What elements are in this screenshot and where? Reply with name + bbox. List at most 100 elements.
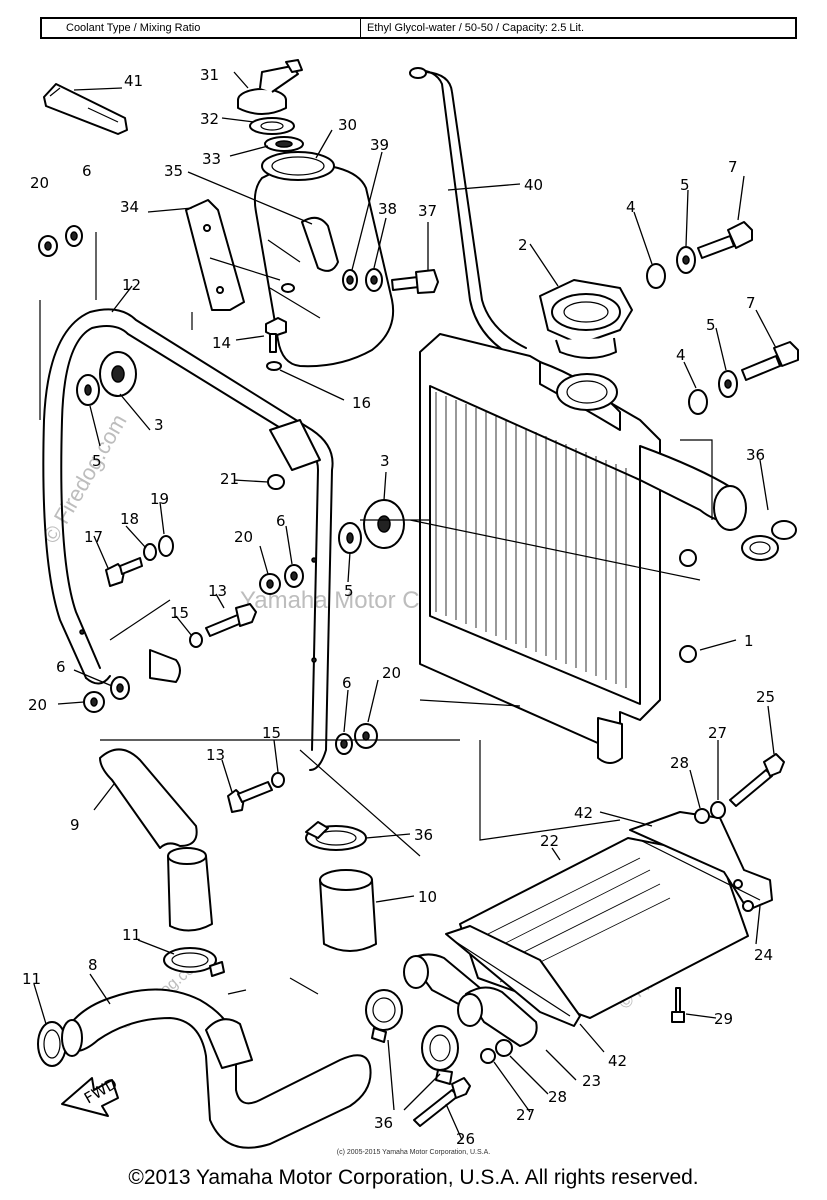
part-42-cover-left <box>445 925 581 1027</box>
part-13-bolt-lower <box>227 781 273 813</box>
callout-9: 9 <box>70 816 80 834</box>
part-21-nut <box>267 474 285 490</box>
callout-39: 39 <box>370 136 389 154</box>
callout-12: 12 <box>122 276 141 294</box>
part-38-collar <box>365 268 383 292</box>
callout-36-upper: 36 <box>746 446 765 464</box>
callout-3-middle: 3 <box>380 452 390 470</box>
callout-34: 34 <box>120 198 139 216</box>
callout-41: 41 <box>124 72 143 90</box>
watermark-left: © Firedog.com <box>38 410 132 548</box>
part-10-hose-joint <box>319 869 377 952</box>
fwd-arrow: FWD <box>61 1074 120 1117</box>
callout-15-upper: 15 <box>170 604 189 622</box>
callout-5-middle: 5 <box>344 582 354 600</box>
footer-copyright: ©2013 Yamaha Motor Corporation, U.S.A. A… <box>128 1166 699 1189</box>
callout-11-left: 11 <box>22 970 41 988</box>
part-22-oil-cooler <box>459 837 749 1019</box>
callout-38: 38 <box>378 200 397 218</box>
callout-26: 26 <box>456 1130 475 1148</box>
callout-20-top-left: 20 <box>30 174 49 192</box>
part-26-bolt <box>413 1077 471 1127</box>
coolant-type-label: Coolant Type / Mixing Ratio <box>42 19 361 37</box>
part-6-washer-middle <box>284 564 304 588</box>
callout-4-upper: 4 <box>626 198 636 216</box>
callout-6-bottom-left: 6 <box>56 658 66 676</box>
callout-40: 40 <box>524 176 543 194</box>
reference-lines <box>39 232 713 995</box>
part-20-nut-middle <box>259 573 281 595</box>
callout-8: 8 <box>88 956 98 974</box>
callout-7-upper: 7 <box>728 158 738 176</box>
part-18-washer <box>143 543 157 561</box>
part-1-radiator <box>419 333 747 764</box>
callout-6-bottom-right: 6 <box>342 674 352 692</box>
part-28-washer-lower <box>495 1039 513 1057</box>
callout-13-upper: 13 <box>208 582 227 600</box>
callout-2: 2 <box>518 236 528 254</box>
callout-5-upper: 5 <box>680 176 690 194</box>
leader-lines <box>33 71 777 1141</box>
callout-5-left: 5 <box>92 452 102 470</box>
callout-18: 18 <box>120 510 139 528</box>
coolant-spec-value: Ethyl Glycol-water / 50-50 / Capacity: 2… <box>367 22 585 34</box>
part-4-collar-lower <box>688 389 708 415</box>
callout-36-middle: 36 <box>414 826 433 844</box>
part-20-nut-top-left <box>38 235 58 257</box>
part-25-bolt <box>729 753 785 807</box>
callout-20-middle: 20 <box>234 528 253 546</box>
part-27-washer-lower <box>480 1048 496 1064</box>
part-12-radiator-frame <box>42 308 334 771</box>
callout-14: 14 <box>212 334 231 352</box>
callout-36-lower: 36 <box>374 1114 393 1132</box>
part-6-washer-bottom-right <box>335 733 353 755</box>
small-copyright: (c) 2005-2015 Yamaha Motor Corporation, … <box>336 1149 491 1156</box>
callout-25: 25 <box>756 688 775 706</box>
part-16-washer <box>266 361 282 371</box>
part-15-washer-lower <box>271 772 285 788</box>
callout-21: 21 <box>220 470 239 488</box>
part-36-clamp-middle <box>305 821 367 851</box>
callout-37: 37 <box>418 202 437 220</box>
part-20-nut-bottom-left <box>83 691 105 713</box>
callout-labels: 1 2 3 3 4 4 5 5 5 5 6 6 6 6 7 7 8 9 10 1… <box>22 66 775 1148</box>
callout-42-lower: 42 <box>608 1052 627 1070</box>
part-11-clamp-middle <box>163 947 225 977</box>
part-34-tank-bracket <box>185 199 245 311</box>
callout-23: 23 <box>582 1072 601 1090</box>
part-4-collar-upper <box>646 263 666 289</box>
callout-7-lower: 7 <box>746 294 756 312</box>
callout-6-top-left: 6 <box>82 162 92 180</box>
part-33-washer <box>264 136 304 152</box>
callout-29: 29 <box>714 1010 733 1028</box>
part-36-clamp-upper <box>741 520 797 561</box>
part-23-fitting <box>403 953 538 1047</box>
part-5-washer-upper <box>676 246 696 274</box>
part-7-bolt-lower <box>741 341 799 381</box>
part-5-washer-left <box>76 374 100 406</box>
callout-31: 31 <box>200 66 219 84</box>
callout-1: 1 <box>744 632 754 650</box>
part-7-bolt-upper <box>697 221 753 259</box>
part-39-grommet <box>342 269 358 291</box>
part-36-clamp-lower-right <box>421 1025 459 1085</box>
callout-11-middle: 11 <box>122 926 141 944</box>
part-8-lower-hose <box>61 988 372 1149</box>
callout-19: 19 <box>150 490 169 508</box>
part-29-screw <box>671 987 685 1023</box>
callout-35: 35 <box>164 162 183 180</box>
callout-15-lower: 15 <box>262 724 281 742</box>
part-15-washer-upper <box>189 632 203 648</box>
callout-20-bottom-right: 20 <box>382 664 401 682</box>
callout-27-lower: 27 <box>516 1106 535 1124</box>
callout-16: 16 <box>352 394 371 412</box>
part-14-bolt <box>265 317 287 353</box>
callout-6-middle: 6 <box>276 512 286 530</box>
radiator-core-fins <box>435 392 627 688</box>
callout-13-lower: 13 <box>206 746 225 764</box>
callout-27-upper: 27 <box>708 724 727 742</box>
callout-30: 30 <box>338 116 357 134</box>
callout-24: 24 <box>754 946 773 964</box>
part-20-nut-bottom-right <box>354 723 378 749</box>
